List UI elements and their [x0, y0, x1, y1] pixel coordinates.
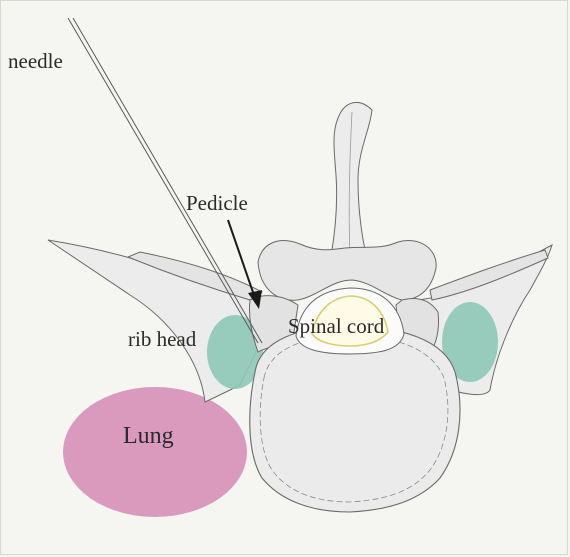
lung-label: Lung — [123, 423, 174, 449]
lung-shape — [63, 387, 247, 517]
spinal-cord-label: Spinal cord — [288, 314, 385, 338]
pedicle-label: Pedicle — [186, 191, 248, 215]
rib-head-label: rib head — [128, 327, 197, 351]
needle-label: needle — [8, 49, 63, 73]
